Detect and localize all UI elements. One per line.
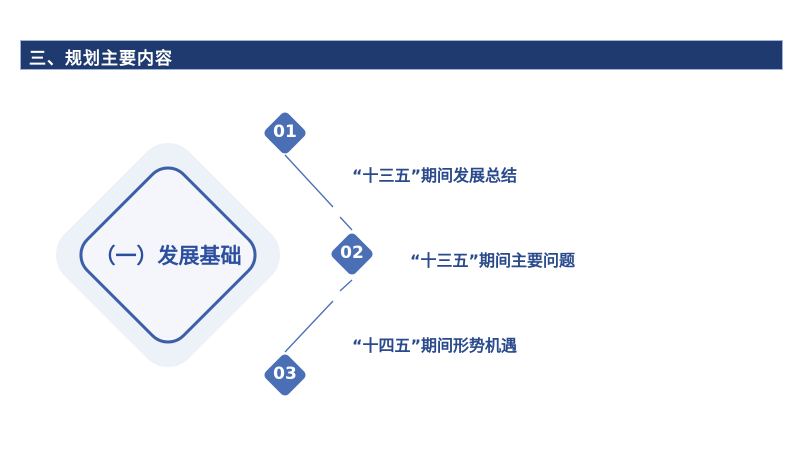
item-label-03: “十四五”期间形势机遇 xyxy=(352,336,518,355)
center-title: （一）发展基础 xyxy=(94,244,242,268)
section-title: 三、规划主要内容 xyxy=(29,49,173,69)
badge-diamond-01 xyxy=(264,112,306,154)
badge-diamond-02 xyxy=(331,233,373,275)
item-label-02: “十三五”期间主要问题 xyxy=(410,251,576,270)
item-number-03: 03 xyxy=(273,364,297,384)
item-number-01: 01 xyxy=(273,122,297,142)
item-label-01: “十三五”期间发展总结 xyxy=(352,166,518,185)
badge-diamond-03 xyxy=(264,354,306,396)
inner-diamond xyxy=(79,166,257,344)
section-header: 三、规划主要内容 xyxy=(20,40,783,70)
item-number-02: 02 xyxy=(340,243,364,263)
